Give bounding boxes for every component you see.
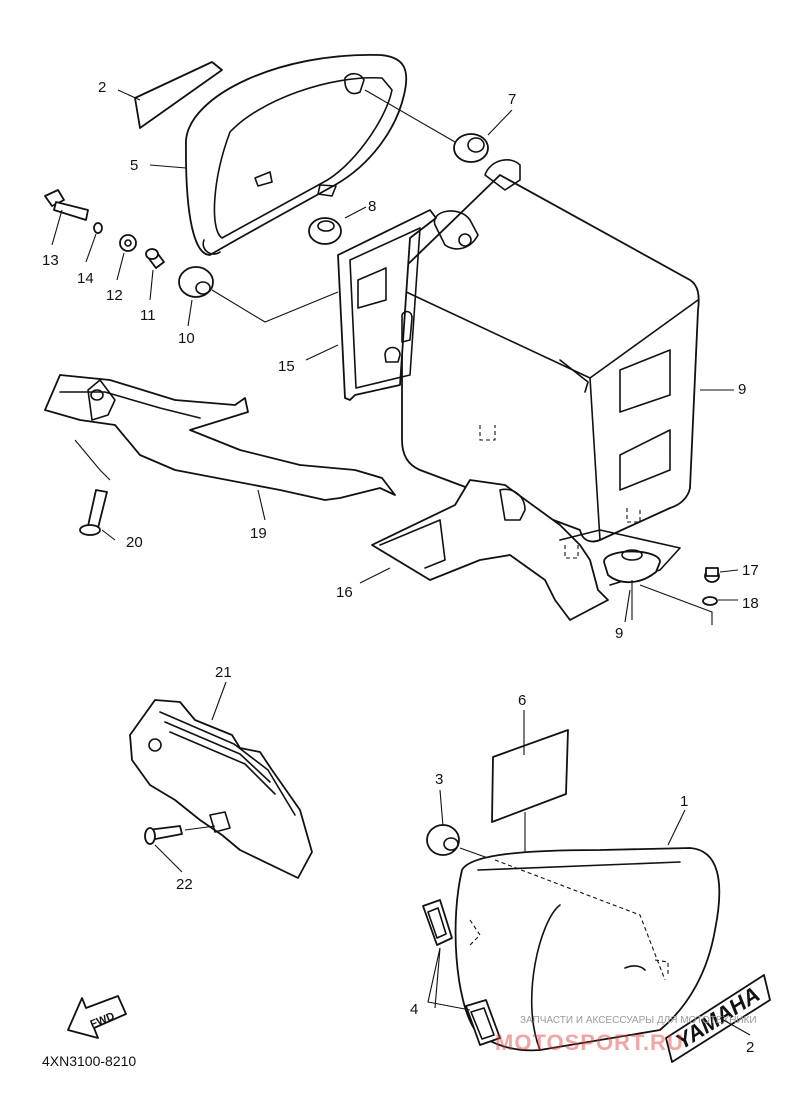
callout-18: 17 [742, 562, 759, 579]
part-12-spacer [145, 248, 165, 269]
part-16-plate [337, 209, 437, 401]
callout-11: 10 [178, 330, 195, 347]
part-23-screw [144, 825, 216, 845]
part-22-cover [129, 699, 313, 879]
part-8-grommet [308, 217, 342, 245]
part-2-emblem-top [134, 61, 223, 129]
fwd-arrow-icon: FWD [67, 995, 127, 1039]
part-9-battery-box [401, 159, 700, 543]
callout-12: 11 [140, 307, 156, 324]
callout-10: 9 [615, 625, 623, 642]
callout-5: 5 [130, 157, 138, 174]
leader-21 [74, 439, 111, 481]
callout-17: 16 [336, 584, 353, 601]
part-10-mount [603, 549, 661, 620]
callout-19: 18 [742, 595, 759, 612]
part-13-collar [119, 234, 137, 252]
part-20-guard [44, 374, 396, 501]
callout-labels: 2 5 7 8 13 14 12 11 10 15 9 19 20 16 17 … [42, 79, 759, 1056]
watermark-line: ЗАПЧАСТИ И АКСЕССУАРЫ ДЛЯ МОТОТЕХНИКИ [520, 1015, 757, 1026]
part-11-grommet [178, 266, 214, 298]
part-7-grommet [364, 89, 489, 163]
callout-16: 15 [278, 358, 295, 375]
callout-2-top: 2 [98, 79, 106, 96]
part-18-bolt [704, 567, 720, 583]
part-21-screw [79, 489, 108, 536]
callout-20: 19 [250, 525, 267, 542]
callout-21: 20 [126, 534, 143, 551]
callout-13: 12 [106, 287, 123, 304]
part-1-side-cover [454, 847, 721, 1052]
leader-11 [211, 289, 339, 323]
part-15-washer [93, 222, 103, 234]
part-code: 4XN3100-8210 [42, 1053, 136, 1069]
callout-23: 22 [176, 876, 193, 893]
watermark-brand: MOTOSPORT.RU [495, 1030, 684, 1055]
callout-8: 8 [368, 198, 376, 215]
part-14-bolt [44, 189, 89, 221]
leader-18-19 [639, 584, 713, 625]
part-4-pads [422, 899, 501, 1046]
callout-2-bottom: 2 [746, 1039, 754, 1056]
callout-1: 1 [680, 793, 688, 810]
callout-15: 14 [77, 270, 94, 287]
part-3-grommet [426, 824, 489, 859]
callout-22: 21 [215, 664, 232, 681]
callout-9: 9 [738, 381, 746, 398]
part-17-bracket [371, 479, 681, 621]
leader-lines [51, 89, 751, 1036]
part-6-label [491, 729, 569, 866]
part-5-side-cover [185, 54, 408, 256]
callout-7: 7 [508, 91, 516, 108]
part-19-washer [702, 596, 718, 606]
callout-4: 4 [410, 1001, 418, 1018]
callout-3: 3 [435, 771, 443, 788]
callout-14: 13 [42, 252, 59, 269]
callout-6: 6 [518, 692, 526, 709]
